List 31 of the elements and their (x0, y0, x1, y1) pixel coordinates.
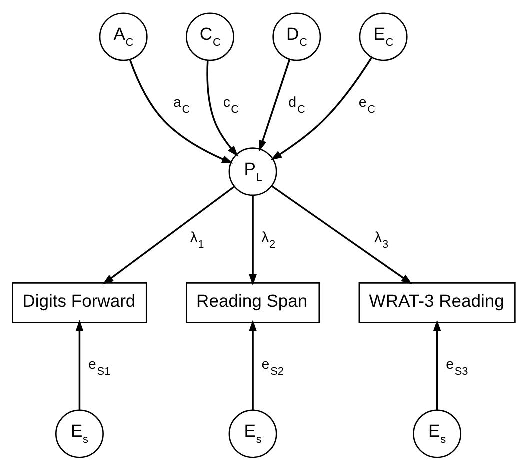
arrow (102, 186, 235, 285)
node-circle: D$_{C}$ (272, 12, 322, 62)
edge-label: e$_{S3}$ (446, 357, 468, 378)
node-circle: E$_{C}$ (359, 12, 408, 62)
edge-label: a$_{C}$ (174, 95, 190, 116)
edge-label: λ$_{2}$ (262, 230, 276, 251)
arrow (272, 186, 413, 285)
node-circle: C$_{C}$ (186, 12, 234, 62)
node-circle: A$_{C}$ (99, 12, 148, 62)
arrow (259, 59, 291, 152)
edge-label: e$_{C}$ (358, 95, 376, 116)
node-box: WRAT-3 Reading (358, 282, 516, 324)
node-circle: E$_{s}$ (55, 410, 104, 458)
node-circle: E$_{s}$ (413, 410, 462, 458)
arrow (433, 320, 442, 410)
edge-label: e$_{S2}$ (262, 357, 284, 378)
arrow (129, 60, 234, 164)
edge-label: d$_{C}$ (288, 95, 306, 116)
node-circle: P$_{L}$ (228, 148, 278, 196)
node-box: Reading Span (186, 282, 320, 324)
arrow (206, 60, 238, 157)
node-circle: E$_{s}$ (228, 410, 278, 458)
arrow (249, 320, 257, 410)
arrow (249, 196, 257, 286)
arrow (76, 320, 84, 410)
edge-label: e$_{S1}$ (88, 357, 111, 378)
edge-label: λ$_{3}$ (374, 230, 389, 251)
edge-label: λ$_{1}$ (190, 230, 204, 251)
edge-label: c$_{C}$ (223, 95, 240, 116)
node-box: Digits Forward (12, 282, 148, 324)
arrow (270, 57, 373, 160)
